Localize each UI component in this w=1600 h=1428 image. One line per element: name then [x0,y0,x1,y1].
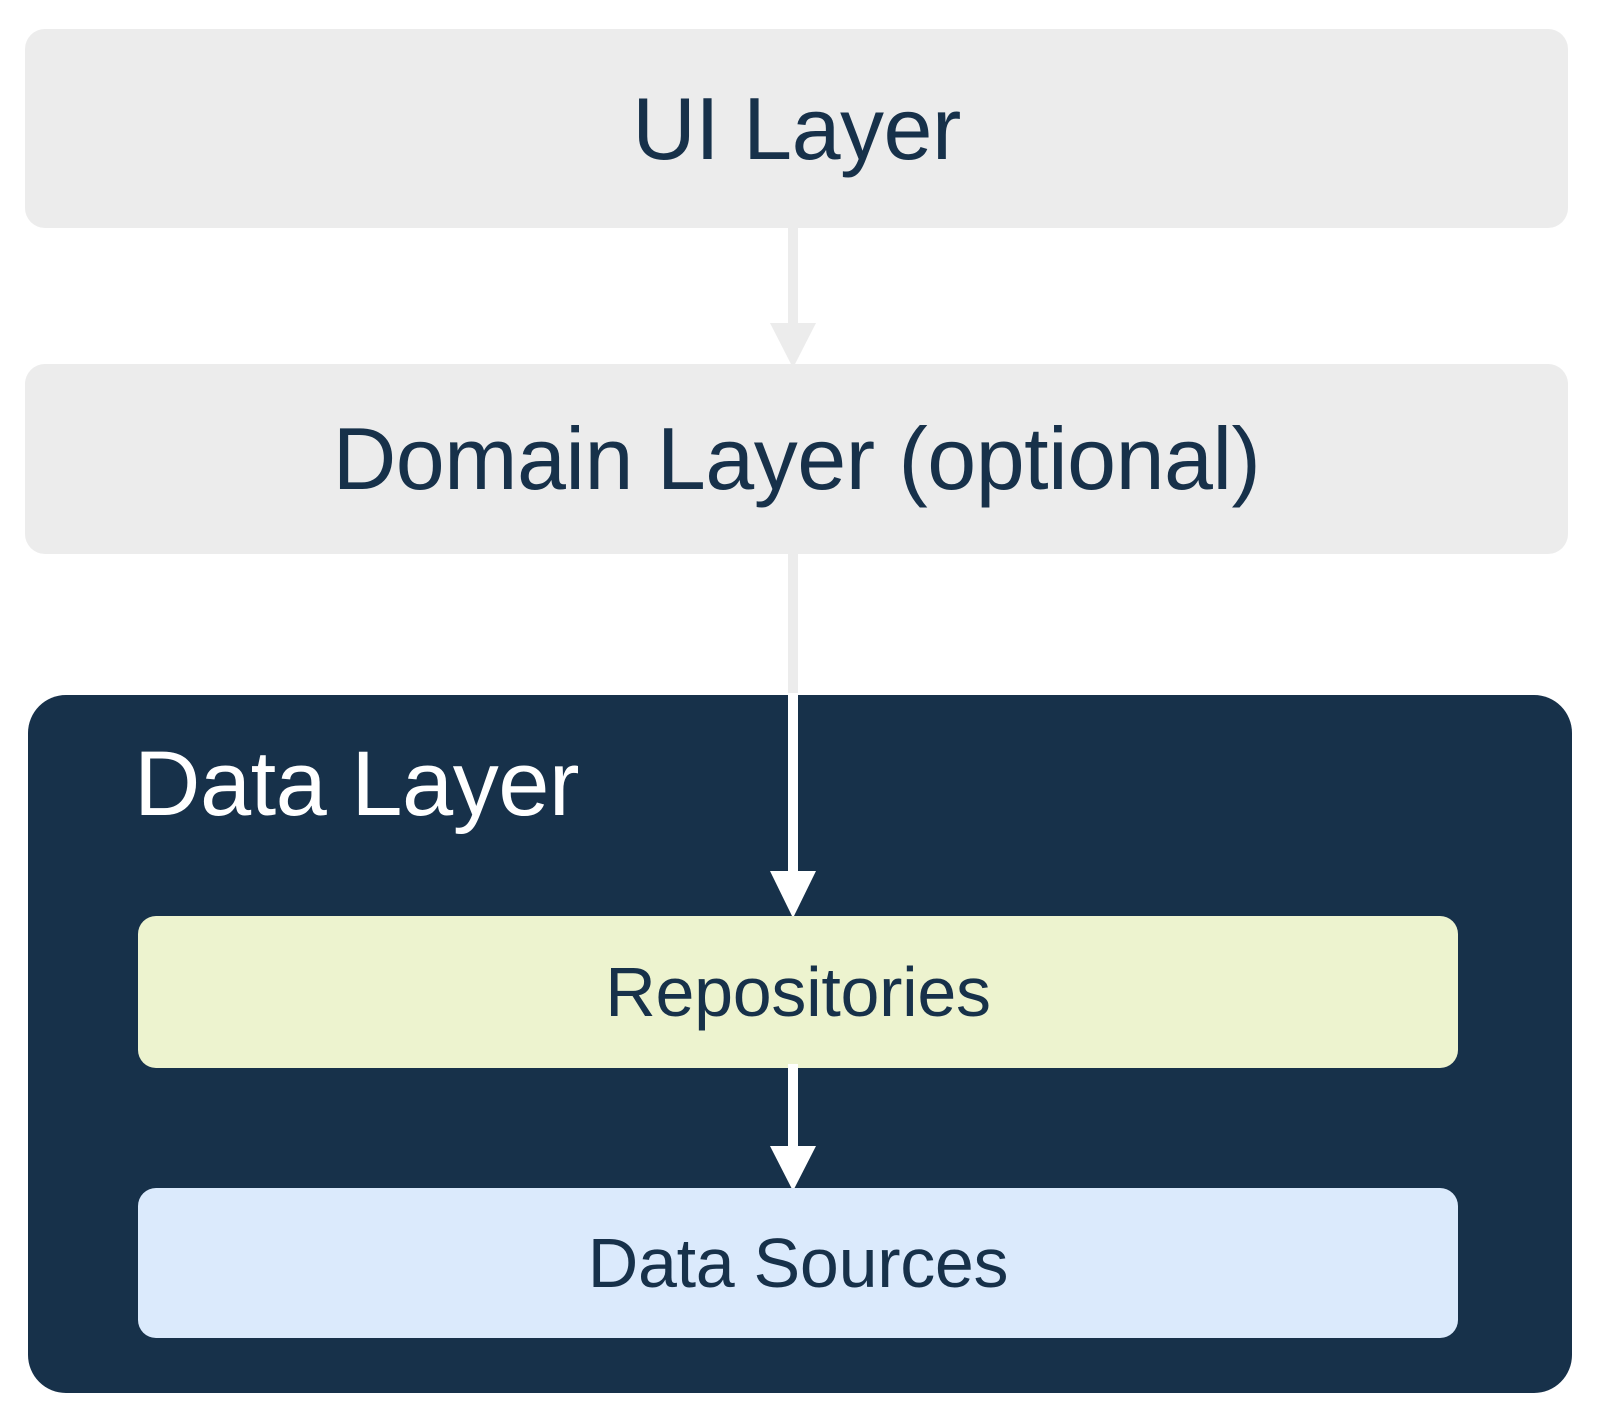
data-sources-box: Data Sources [138,1188,1458,1338]
ui-layer-label: UI Layer [632,78,961,178]
arrow-domain-to-repositories-head-icon [770,693,816,918]
arrow-repositories-to-data-sources-icon [770,1064,816,1191]
arrow-domain-to-repositories-shaft-icon [788,550,798,698]
repositories-label: Repositories [605,953,991,1031]
arrow-ui-to-domain-icon [770,224,816,368]
repositories-box: Repositories [138,916,1458,1068]
ui-layer-box: UI Layer [25,29,1568,228]
domain-layer-box: Domain Layer (optional) [25,364,1568,554]
domain-layer-label: Domain Layer (optional) [332,409,1261,508]
data-sources-label: Data Sources [587,1224,1009,1302]
data-layer-label: Data Layer [134,733,580,835]
